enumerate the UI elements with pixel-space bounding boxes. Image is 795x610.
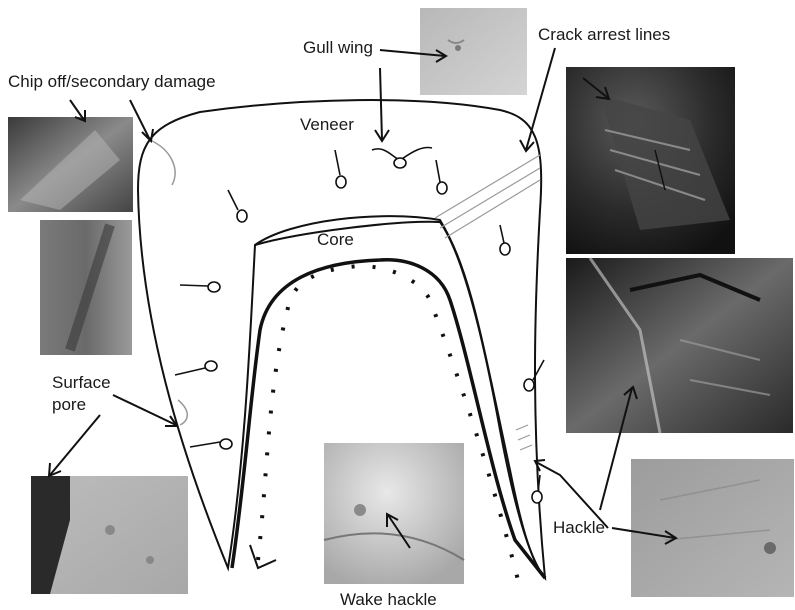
chip-arrow: [130, 100, 153, 141]
pore-glyph: [335, 150, 346, 188]
gull-wing-down-arrow: [375, 68, 389, 141]
hackle-label: Hackle: [553, 518, 605, 538]
pore-glyph: [190, 439, 232, 449]
chip-arc: [150, 140, 175, 185]
pore-glyph: [524, 360, 544, 391]
surface-pore-mark: [178, 400, 187, 425]
core-label: Core: [317, 230, 354, 250]
surface-pore-arrow: [113, 395, 177, 426]
surface-pore-label-line1: Surface: [52, 373, 111, 393]
chip-label: Chip off/secondary damage: [8, 72, 216, 92]
crack-arrest-label: Crack arrest lines: [538, 25, 670, 45]
chip-photo-1: [8, 117, 133, 212]
crack-arrest-photo: [566, 67, 735, 254]
surface-pore-photo: [31, 476, 188, 594]
veneer-label: Veneer: [300, 115, 354, 135]
chip-photo-2: [40, 220, 132, 355]
hackle-photo-2: [631, 459, 794, 597]
surface-photo-arrow: [49, 415, 100, 476]
gull-wing-glyph: [372, 147, 432, 168]
pore-glyph: [175, 361, 217, 375]
pore-glyph: [228, 190, 247, 222]
gull-wing-photo: [420, 8, 527, 95]
pore-glyph: [180, 282, 220, 292]
hackle-photo-1: [566, 258, 793, 433]
crack-arrest-lines: [435, 155, 540, 238]
wake-hackle-photo: [324, 443, 464, 584]
wake-hackle-label: Wake hackle: [340, 590, 437, 610]
gull-wing-label: Gull wing: [303, 38, 373, 58]
surface-pore-label-line2: pore: [52, 395, 86, 415]
pore-glyph: [436, 160, 447, 194]
pore-glyph: [500, 225, 510, 255]
tooth-tip-arrow: [250, 545, 276, 568]
hackle-marks: [516, 425, 532, 450]
